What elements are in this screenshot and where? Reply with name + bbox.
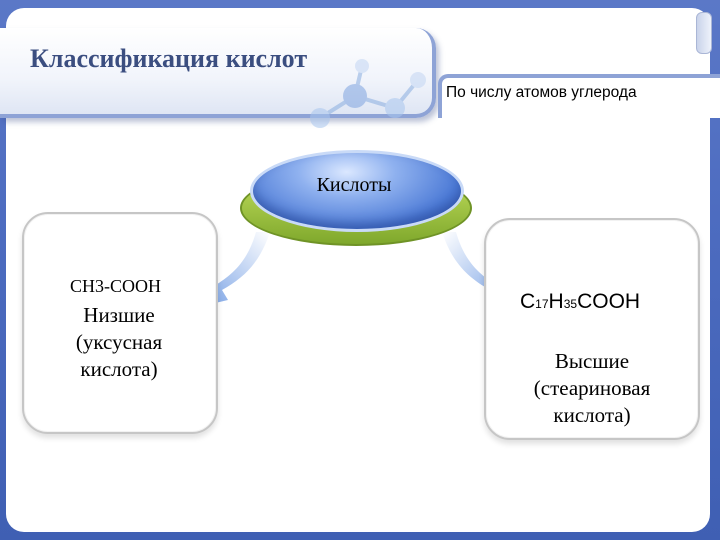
- central-node-label: Кислоты: [316, 174, 392, 196]
- higher-acids-line: кислота): [553, 403, 631, 427]
- title-banner: [0, 28, 436, 128]
- corner-tab: [696, 12, 712, 54]
- lower-acids-line: Низшие: [83, 303, 155, 327]
- central-node: [250, 150, 464, 232]
- higher-acids-line: (стеариновая: [533, 376, 651, 400]
- higher-acids-text: Высшие (стеариновая кислота): [494, 348, 690, 429]
- higher-acids-line: Высшие: [554, 349, 630, 373]
- formula-hydrogen-count: 35: [563, 297, 578, 311]
- formula-carboxyl: COOH: [577, 290, 641, 313]
- classification-criterion: По числу атомов углерода: [446, 84, 637, 101]
- lower-acids-text: Низшие (уксусная кислота): [40, 302, 198, 383]
- molecule-icon: [310, 59, 426, 128]
- slide-title: Классификация кислот: [30, 44, 308, 73]
- lower-acids-line: (уксусная: [75, 330, 163, 354]
- lower-acids-box: [22, 212, 218, 434]
- criterion-bar: [438, 74, 720, 118]
- higher-acids-box: [484, 218, 700, 440]
- formula-carbon-count: 17: [535, 297, 549, 311]
- higher-acid-formula: C17H35COOH: [520, 290, 640, 314]
- lower-acids-line: кислота): [80, 357, 158, 381]
- formula-carbon: C: [520, 290, 536, 313]
- lower-acid-formula: CH3-COOH: [70, 276, 162, 296]
- formula-hydrogen: H: [548, 290, 564, 313]
